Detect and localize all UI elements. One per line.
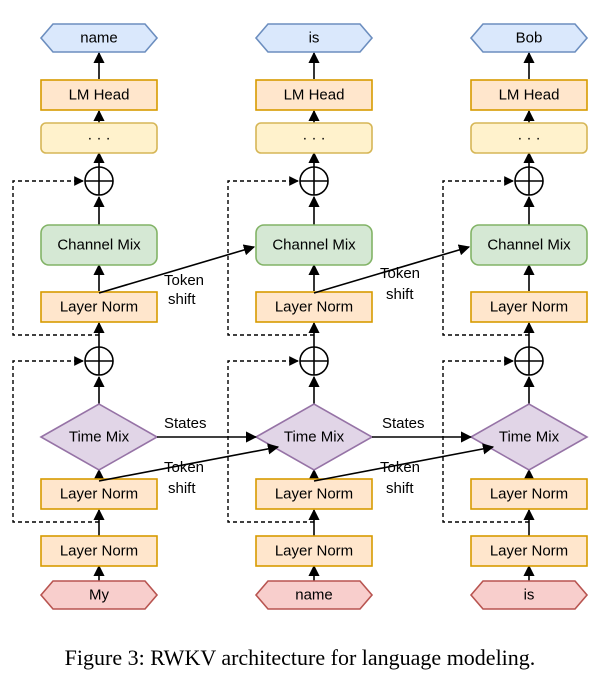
states-label-1: States: [164, 415, 207, 432]
residual-time: [12, 356, 99, 523]
layer-norm-label: Layer Norm: [60, 299, 138, 316]
residual-channel: [227, 176, 314, 336]
token-shift-label-channel-1: Token: [164, 272, 204, 289]
layer-norm-label: Layer Norm: [275, 299, 353, 316]
layer-norm-label: Layer Norm: [275, 486, 353, 503]
layer-norm-time-3: [470, 478, 588, 510]
layer-norm-label: Layer Norm: [490, 486, 568, 503]
add-node-channel-2: [299, 166, 329, 196]
lm-head-2: [255, 79, 373, 111]
layer-norm-time-1: [40, 478, 158, 510]
add-node-time-1: [84, 346, 114, 376]
layer-norm-label: Layer Norm: [490, 299, 568, 316]
output-token-3: [469, 23, 589, 53]
token-shift-label-channel-2: Token: [380, 265, 420, 282]
token-shift-label-channel-2b: shift: [386, 286, 414, 303]
channel-mix-3: [470, 224, 588, 266]
ellipsis-label: · · ·: [87, 130, 110, 147]
token-shift-time-2: [313, 443, 495, 482]
output-token-2: [254, 23, 374, 53]
add-node-time-3: [514, 346, 544, 376]
input-label: is: [524, 587, 535, 604]
channel-mix-2: [255, 224, 373, 266]
layer-norm-label: Layer Norm: [60, 543, 138, 560]
token-shift-time-1: [98, 443, 280, 482]
add-node-channel-1: [84, 166, 114, 196]
token-shift-label-time-2: Token: [380, 459, 420, 476]
time-mix-label: Time Mix: [499, 429, 560, 446]
ellipsis-label: · · ·: [302, 130, 325, 147]
token-shift-label-time-1b: shift: [168, 480, 196, 497]
layer-norm-input-1: [40, 535, 158, 567]
layer-norm-channel-3: [470, 291, 588, 323]
layer-norm-input-3: [470, 535, 588, 567]
lm-head-label: LM Head: [69, 87, 130, 104]
residual-time: [227, 356, 314, 523]
residual-channel: [442, 176, 529, 336]
input-label: My: [89, 587, 109, 604]
lm-head-1: [40, 79, 158, 111]
token-shift-label-channel-1b: shift: [168, 291, 196, 308]
layer-norm-channel-2: [255, 291, 373, 323]
output-label: Bob: [516, 30, 543, 47]
output-label: name: [80, 30, 118, 47]
layer-norm-label: Layer Norm: [490, 543, 568, 560]
token-shift-label-time-2b: shift: [386, 480, 414, 497]
time-mix-label: Time Mix: [69, 429, 130, 446]
channel-mix-label: Channel Mix: [272, 237, 356, 254]
ellipsis-label: · · ·: [517, 130, 540, 147]
input-token-3: [469, 580, 589, 610]
token-shift-channel-2: [313, 244, 471, 294]
add-node-channel-3: [514, 166, 544, 196]
layer-norm-label: Layer Norm: [275, 543, 353, 560]
token-shift-channel-1: [98, 244, 256, 294]
residual-time: [442, 356, 529, 523]
figure-caption: Figure 3: RWKV architecture for language…: [65, 645, 536, 670]
input-token-2: [254, 580, 374, 610]
input-token-1: [39, 580, 159, 610]
add-node-time-2: [299, 346, 329, 376]
layer-norm-time-2: [255, 478, 373, 510]
lm-head-3: [470, 79, 588, 111]
output-label: is: [309, 30, 320, 47]
time-mix-3: [469, 403, 589, 471]
ellipsis-block-1: [40, 122, 158, 154]
layer-norm-label: Layer Norm: [60, 486, 138, 503]
states-label-2: States: [382, 415, 425, 432]
residual-channel: [12, 176, 99, 336]
token-shift-label-time-1: Token: [164, 459, 204, 476]
input-label: name: [295, 587, 333, 604]
output-token-1: [39, 23, 159, 53]
channel-mix-label: Channel Mix: [57, 237, 141, 254]
layer-norm-channel-1: [40, 291, 158, 323]
channel-mix-label: Channel Mix: [487, 237, 571, 254]
channel-mix-1: [40, 224, 158, 266]
layer-norm-input-2: [255, 535, 373, 567]
lm-head-label: LM Head: [284, 87, 345, 104]
lm-head-label: LM Head: [499, 87, 560, 104]
ellipsis-block-2: [255, 122, 373, 154]
ellipsis-block-3: [470, 122, 588, 154]
time-mix-label: Time Mix: [284, 429, 345, 446]
